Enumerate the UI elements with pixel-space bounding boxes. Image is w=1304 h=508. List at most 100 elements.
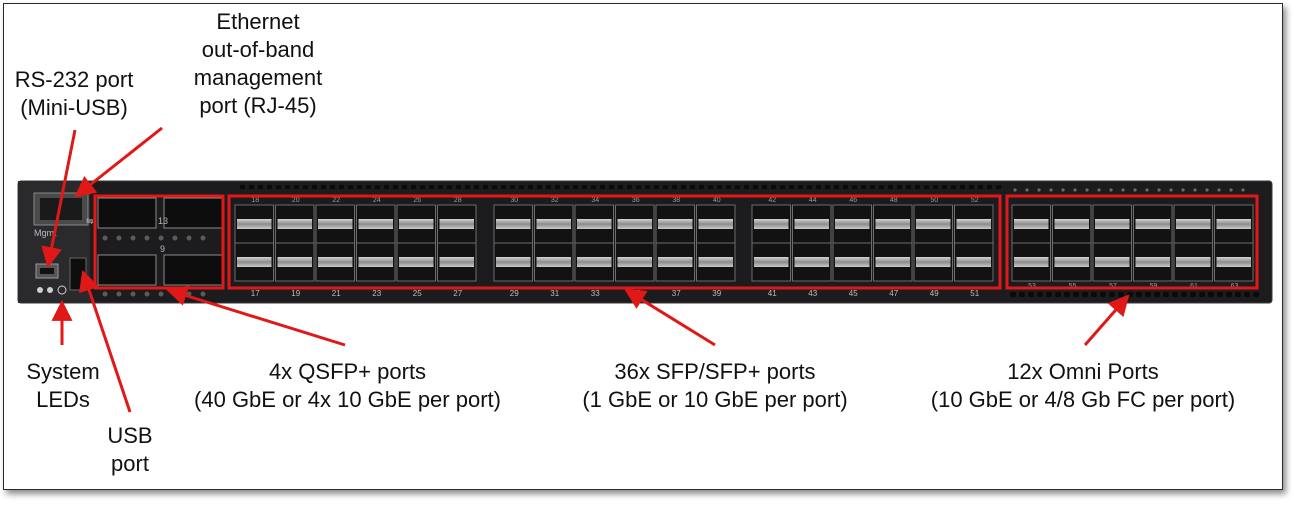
vent-slot <box>447 185 452 189</box>
vent-slot <box>717 185 722 189</box>
vent-slot <box>1109 292 1115 297</box>
vent-slot <box>357 185 362 189</box>
vent-slot <box>510 185 515 189</box>
port-number-top: 18 <box>251 197 259 204</box>
port-latch <box>1176 257 1211 267</box>
vent-slot <box>933 185 938 189</box>
port-led <box>158 291 164 297</box>
vent-slot <box>807 185 812 189</box>
sfp-port-grid <box>234 204 994 282</box>
port-number-top: 38 <box>672 197 680 204</box>
port-latch <box>536 257 571 267</box>
vent-slot <box>564 185 569 189</box>
omni-led <box>1169 188 1173 192</box>
vent-slot <box>1244 292 1250 297</box>
vent-slot <box>240 185 245 189</box>
omni-led <box>1229 188 1233 192</box>
vent-slot <box>258 185 263 189</box>
qsfp-port[interactable] <box>163 197 223 229</box>
port-latch <box>658 257 693 267</box>
port-number-top: 20 <box>292 197 300 204</box>
vent-slot <box>996 185 1001 189</box>
omni-led <box>1121 188 1125 192</box>
vent-slot <box>987 185 992 189</box>
vent-slot <box>879 185 884 189</box>
vent-slot <box>1145 292 1151 297</box>
qsfp-port[interactable] <box>97 197 157 229</box>
omni-led <box>1109 188 1113 192</box>
vent-slot <box>861 185 866 189</box>
omni-led <box>1205 188 1209 192</box>
omni-led <box>1217 188 1221 192</box>
vent-slot <box>1190 292 1196 297</box>
usb-symbol-icon: ⇋ <box>86 216 94 226</box>
port-led <box>200 235 206 241</box>
port-latch <box>496 219 531 229</box>
vent-slot <box>780 185 785 189</box>
sfp-callout: 36x SFP/SFP+ ports(1 GbE or 10 GbE per p… <box>582 359 848 412</box>
vent-slot <box>852 185 857 189</box>
qsfp-port[interactable] <box>163 254 223 286</box>
vent-slot <box>411 185 416 189</box>
port-latch <box>754 219 789 229</box>
vent-slot <box>1172 292 1178 297</box>
vent-slot <box>294 185 299 189</box>
port-latch <box>794 257 829 267</box>
vent-slot <box>1163 292 1169 297</box>
port-latch <box>439 257 474 267</box>
omni-led <box>1013 188 1017 192</box>
port-latch <box>439 219 474 229</box>
vent-slot <box>771 185 776 189</box>
port-latch <box>875 257 910 267</box>
omni-led <box>1145 188 1149 192</box>
vent-slot <box>1253 292 1259 297</box>
vent-slot <box>636 185 641 189</box>
vent-slot <box>348 185 353 189</box>
vent-slot <box>762 185 767 189</box>
port-latch <box>237 257 272 267</box>
vent-slot <box>699 185 704 189</box>
port-number-top: 42 <box>768 197 776 204</box>
vent-slot <box>420 185 425 189</box>
port-led <box>102 235 108 241</box>
vent-slot <box>1010 292 1016 297</box>
port-latch <box>1176 219 1211 229</box>
vent-slot <box>1226 292 1232 297</box>
port-latch <box>956 257 991 267</box>
port-number-bottom: 49 <box>930 289 939 298</box>
vent-slot <box>573 185 578 189</box>
highlight-boxes <box>93 194 1259 290</box>
vent-slot <box>483 185 488 189</box>
port-led <box>144 235 150 241</box>
port-number-top: 26 <box>413 197 421 204</box>
qsfp-callout: 4x QSFP+ ports(40 GbE or 4x 10 GbE per p… <box>194 359 501 412</box>
port-led <box>130 291 136 297</box>
port-led <box>186 235 192 241</box>
port-latch <box>698 219 733 229</box>
vent-slot <box>951 185 956 189</box>
qsfp-port[interactable] <box>97 254 157 286</box>
port-number-top: 24 <box>373 197 381 204</box>
port-latch <box>1014 257 1049 267</box>
vent-slot <box>1082 292 1088 297</box>
port-latch <box>318 219 353 229</box>
port-latch <box>577 257 612 267</box>
port-number-bottom: 47 <box>889 289 898 298</box>
port-latch <box>658 219 693 229</box>
port-number-top: 30 <box>510 197 518 204</box>
port-latch <box>318 257 353 267</box>
led-indicator <box>47 287 53 293</box>
port-number-top: 32 <box>551 197 559 204</box>
vent-slot <box>249 185 254 189</box>
vent-slot <box>1181 292 1187 297</box>
port-latch <box>1014 219 1049 229</box>
vent-slot <box>339 185 344 189</box>
vent-slot <box>1028 292 1034 297</box>
vent-slot <box>654 185 659 189</box>
omni-highlight-box <box>1005 194 1259 290</box>
vent-slot <box>393 185 398 189</box>
omni-port-grid <box>1011 204 1254 282</box>
vent-slot <box>1037 292 1043 297</box>
